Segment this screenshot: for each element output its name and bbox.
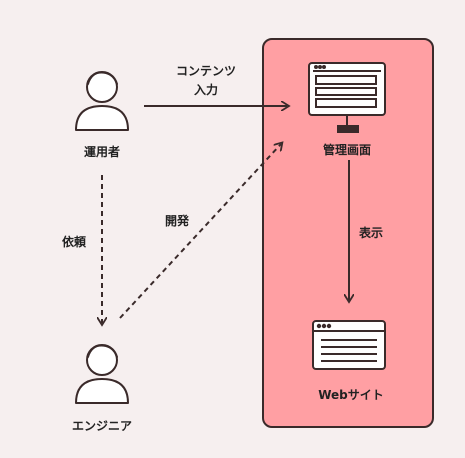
- request-label: 依頼: [62, 235, 87, 249]
- display-label: 表示: [359, 226, 384, 240]
- develop-label: 開発: [165, 214, 190, 228]
- monitor-icon: [308, 62, 386, 133]
- browser-window-icon: [312, 320, 386, 370]
- engineer-person-icon: [75, 344, 129, 404]
- engineer-label: エンジニア: [71, 419, 132, 433]
- content-input-label-line2: 入力: [193, 83, 218, 97]
- operator-person-icon: [75, 71, 129, 131]
- develop-arrow: [119, 144, 281, 319]
- content-input-label-line1: コンテンツ: [175, 64, 236, 78]
- website-label: Webサイト: [318, 388, 384, 402]
- admin-screen-label: 管理画面: [322, 143, 371, 157]
- operator-label: 運用者: [83, 145, 120, 159]
